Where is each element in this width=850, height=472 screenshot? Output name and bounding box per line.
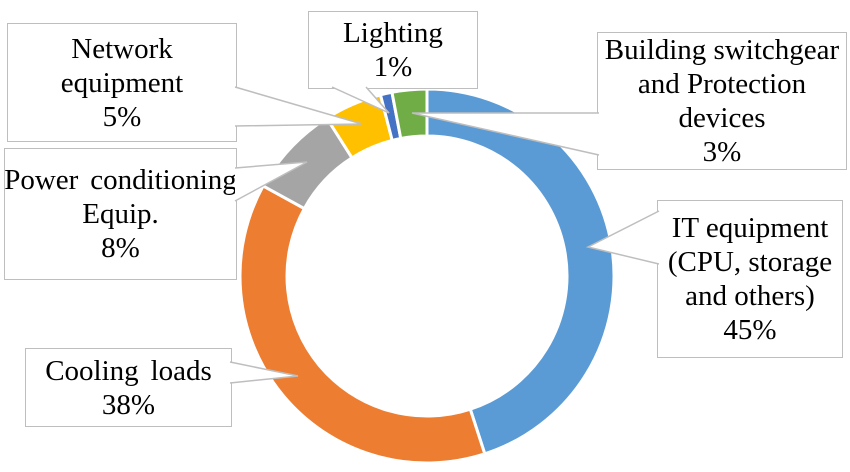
callout-line: Lighting [343,17,443,49]
callout-value: 45% [723,314,777,346]
callout-value: 1% [373,51,413,83]
callout-cooling-loads: Cooling loads 38% [25,348,232,427]
callout-line: IT equipment [671,212,829,244]
donut-segment-2 [238,183,487,465]
callout-line: Cooling loads [45,354,212,387]
callout-building-switchgear: Building switchgear and Protection devic… [597,32,847,170]
callout-value: 38% [101,388,156,421]
callout-it-equipment: IT equipment (CPU, storage and others) 4… [657,200,843,358]
callout-line: and others) [685,280,815,312]
callout-network-equipment: Network equipment 5% [7,23,237,142]
callout-line: equipment [60,66,184,99]
callout-line: (CPU, storage [667,246,833,278]
callout-line: Building switchgear [604,34,840,66]
callout-value: 8% [101,232,140,264]
callout-line: and Protection [637,68,807,100]
callout-value: 3% [702,136,742,168]
donut-segment-1 [425,87,616,456]
callout-power-conditioning: Power conditioning Equip. 8% [4,148,237,280]
callout-line: devices [678,102,766,134]
callout-line: Power conditioning [4,164,237,196]
callout-line: Network [71,32,173,65]
callout-lighting: Lighting 1% [308,11,478,89]
callout-line: Equip. [82,198,159,230]
callout-value: 5% [102,100,142,133]
